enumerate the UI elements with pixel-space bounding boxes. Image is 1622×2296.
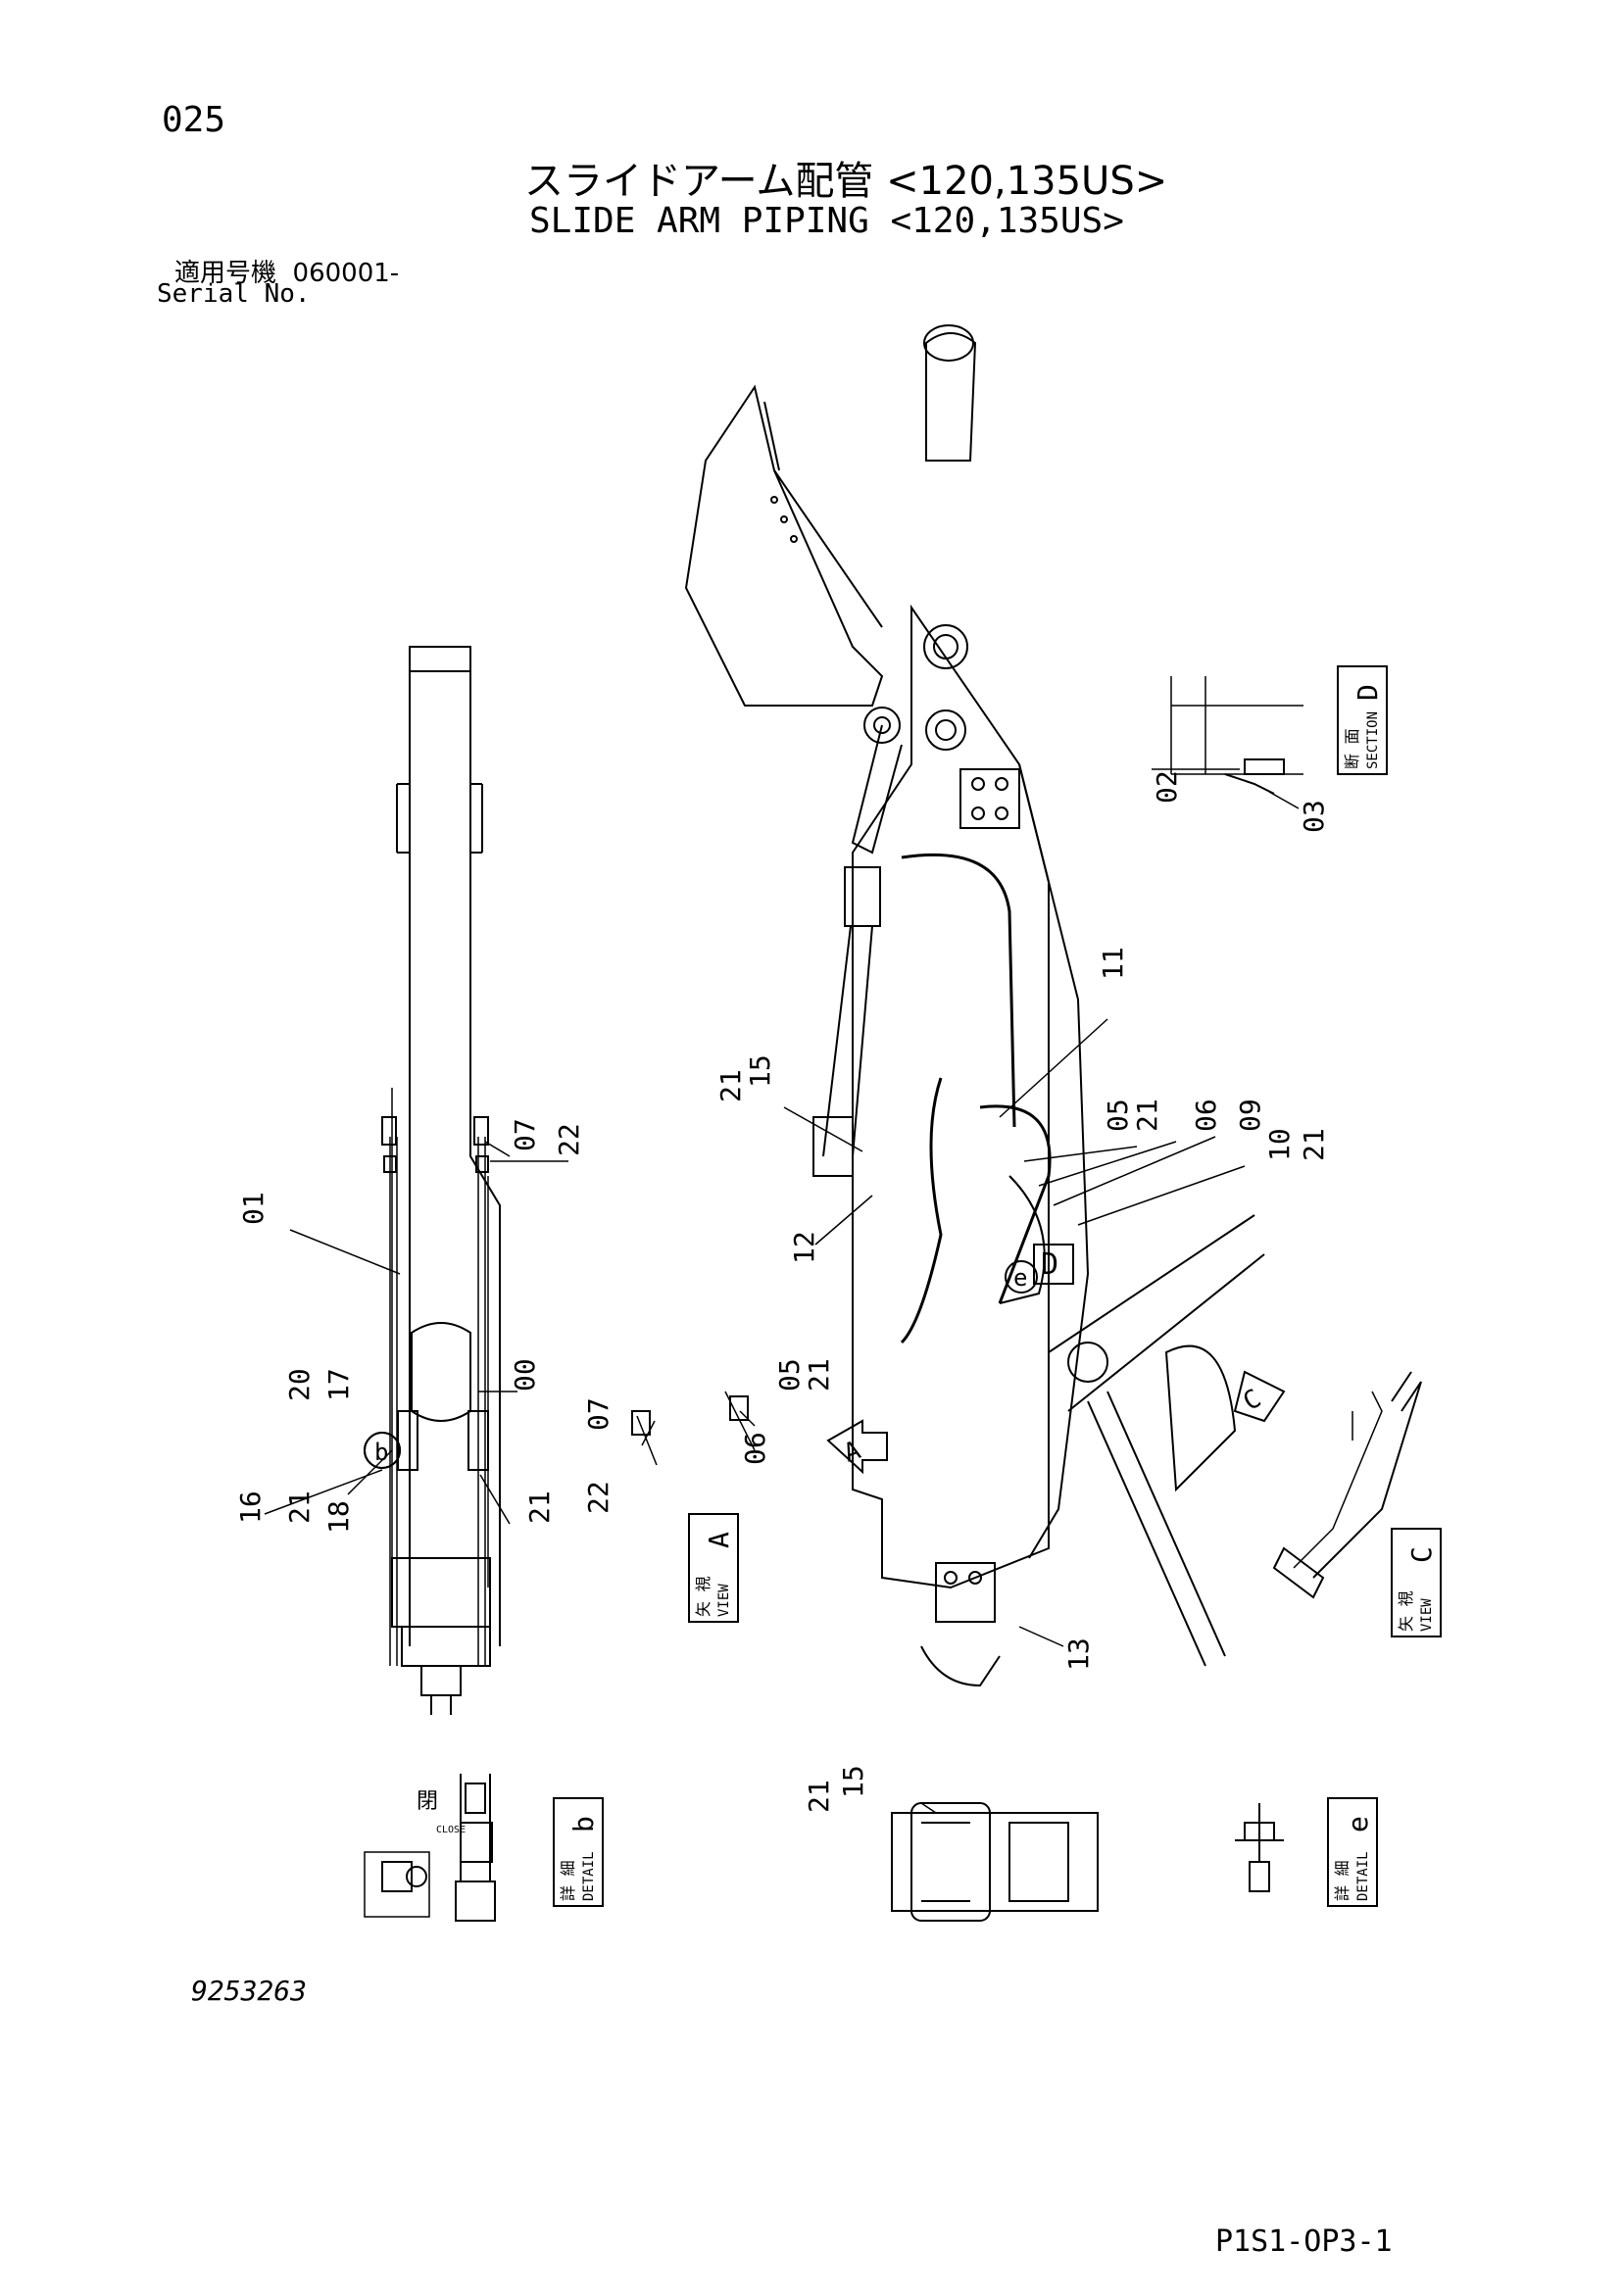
- view-a-detail: [631, 1391, 756, 1466]
- callout-05-view: 05: [773, 1358, 806, 1392]
- callout-06-view: 06: [739, 1432, 771, 1465]
- callout-16: 16: [234, 1490, 267, 1524]
- title-japanese: スライドアーム配管 <120,135US>: [524, 159, 1168, 204]
- callout-15-detail: 15: [837, 1765, 869, 1798]
- detail-e-letter: e: [1342, 1816, 1374, 1832]
- arm-side-view: [684, 324, 1265, 1687]
- title-english: SLIDE ARM PIPING <120,135US>: [529, 201, 1124, 241]
- leader-lines: [264, 768, 1300, 1814]
- view-a-jp: 矢 視: [694, 1576, 713, 1617]
- detail-b-letter: b: [567, 1816, 600, 1832]
- section-d-jp: 断 面: [1343, 728, 1361, 769]
- callout-02: 02: [1151, 770, 1183, 804]
- label-box-texts: 断 面 SECTION D 矢 視 VIEW A 矢 視 VIEW C 詳 細 …: [559, 684, 1438, 1901]
- callout-21-view: 21: [803, 1358, 835, 1392]
- callout-17: 17: [322, 1368, 355, 1401]
- marker-letters: D e b A C 閉 CLOSE: [374, 1247, 1266, 1835]
- label-box-view-a: [688, 1513, 739, 1623]
- callout-05-side: 05: [1102, 1099, 1134, 1132]
- label-box-view-c: [1391, 1528, 1442, 1637]
- page-number: 025: [162, 100, 226, 140]
- callout-11: 11: [1097, 947, 1129, 980]
- callout-22-left: 22: [553, 1123, 585, 1156]
- sheet-code: P1S1-OP3-1: [1215, 2224, 1393, 2259]
- label-box-detail-b: [553, 1797, 604, 1907]
- callout-21-side3: 21: [1298, 1128, 1330, 1161]
- callout-20: 20: [283, 1368, 316, 1401]
- callouts: 01 07 22 00 20 17 16 21 18 21 07 22 05 2…: [234, 770, 1330, 1813]
- marker-d: D: [1041, 1247, 1058, 1282]
- callout-21-detail: 21: [803, 1780, 835, 1813]
- marker-c: C: [1239, 1384, 1267, 1417]
- callout-21-arm: 21: [523, 1490, 556, 1524]
- detail-b: [364, 1774, 496, 1922]
- marker-e: e: [1013, 1264, 1027, 1292]
- view-a-letter: A: [703, 1532, 735, 1548]
- callout-10: 10: [1263, 1128, 1296, 1161]
- marker-b-circle: [364, 1432, 401, 1469]
- marker-a: A: [840, 1436, 864, 1469]
- callout-21-side: 21: [714, 1069, 747, 1102]
- view-a-arrow-icon: [826, 1419, 888, 1475]
- detail-e-en: DETAIL: [1355, 1851, 1371, 1901]
- arm-top-view: [364, 646, 501, 1715]
- view-c-arrow-icon: [1233, 1370, 1286, 1423]
- view-a-en: VIEW: [716, 1584, 732, 1617]
- serial-value: 060001-: [292, 259, 400, 288]
- serial-label-english: Serial No.: [157, 279, 311, 309]
- label-box-section-d: [1337, 665, 1388, 775]
- label-box-detail-e: [1327, 1797, 1378, 1907]
- marker-b: b: [374, 1439, 388, 1466]
- callout-15-side: 15: [744, 1054, 776, 1088]
- marker-close-en: CLOSE: [436, 1825, 466, 1835]
- drawing-number: 9253263: [191, 1975, 308, 2007]
- callout-21-left: 21: [283, 1490, 316, 1524]
- callout-12: 12: [788, 1231, 820, 1264]
- section-d-letter: D: [1352, 684, 1384, 701]
- serial-label-japanese: 適用号機 060001-: [174, 253, 399, 289]
- callout-18: 18: [322, 1500, 355, 1534]
- detail-b-en: DETAIL: [581, 1851, 597, 1901]
- section-d-detail: [1170, 676, 1303, 795]
- callout-21-side2: 21: [1131, 1099, 1163, 1132]
- view-c-en: VIEW: [1419, 1598, 1435, 1632]
- callout-06-side: 06: [1190, 1099, 1222, 1132]
- detail-b-jp: 詳 細: [559, 1860, 577, 1901]
- callout-09: 09: [1234, 1099, 1266, 1132]
- view-c-letter: C: [1405, 1546, 1438, 1563]
- callout-07-left: 07: [509, 1118, 541, 1151]
- view-c-jp: 矢 視: [1397, 1590, 1415, 1632]
- callout-00: 00: [509, 1358, 541, 1392]
- callout-07-view: 07: [582, 1397, 614, 1431]
- detail-e-jp: 詳 細: [1333, 1860, 1352, 1901]
- detail-e: [1235, 1803, 1284, 1892]
- callout-22-view: 22: [582, 1481, 614, 1514]
- callout-03: 03: [1298, 800, 1330, 833]
- marker-d-box: [1033, 1244, 1074, 1285]
- view-c-detail: [1272, 1371, 1422, 1599]
- marker-close-jp: 閉: [417, 1789, 438, 1814]
- marker-e-circle: [1005, 1260, 1038, 1294]
- callout-01: 01: [237, 1192, 270, 1225]
- callout-13: 13: [1062, 1637, 1095, 1671]
- detail-15-21: [891, 1802, 1099, 1922]
- section-d-en: SECTION: [1365, 711, 1381, 769]
- serial-label-jp: 適用号機: [174, 259, 277, 288]
